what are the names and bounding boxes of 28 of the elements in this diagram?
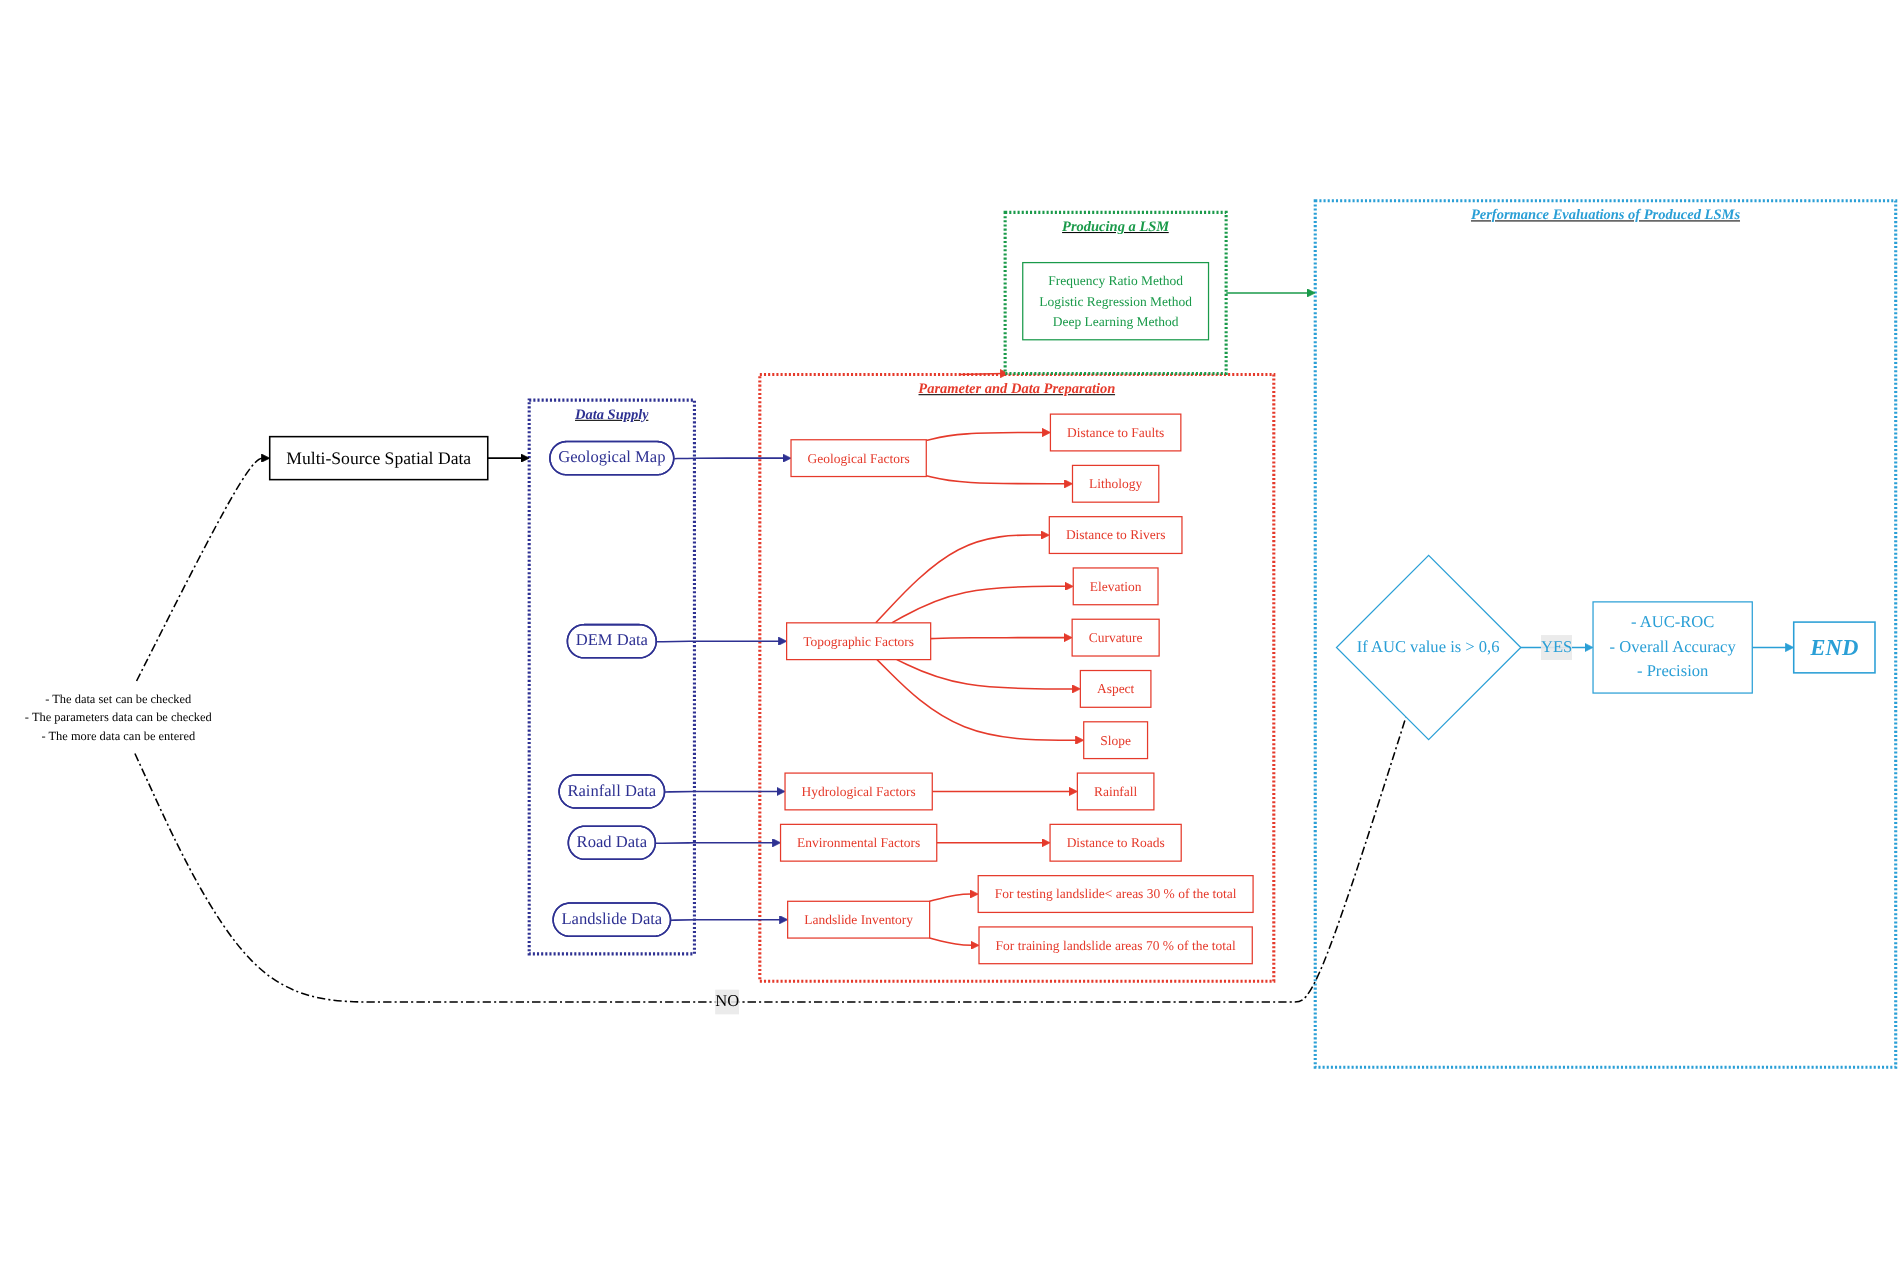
arrow — [875, 530, 1050, 624]
arrow — [1751, 642, 1795, 653]
node-box: Multi-Source Spatial Data — [268, 435, 489, 481]
arrow — [925, 427, 1051, 442]
arrow — [135, 453, 271, 682]
arrow — [935, 838, 1051, 848]
arrow — [928, 889, 979, 903]
arrow — [670, 915, 789, 925]
node-box: END — [1792, 621, 1876, 674]
arrow — [655, 838, 781, 848]
node-box: - AUC-ROC - Overall Accuracy - Precision — [1592, 601, 1753, 694]
arrow — [931, 786, 1078, 797]
node-diamond: If AUC value is > 0,6 — [1335, 554, 1522, 741]
arrow — [876, 658, 1085, 745]
connector — [134, 716, 1407, 1003]
arrow — [655, 636, 788, 646]
arrow — [486, 453, 530, 463]
edge-label: NO — [715, 992, 740, 1011]
arrow — [929, 633, 1073, 643]
arrow — [891, 581, 1074, 624]
arrow — [664, 786, 786, 797]
arrow — [1225, 288, 1316, 298]
arrow — [896, 658, 1081, 694]
edge-label: YES — [1540, 638, 1573, 656]
arrow — [928, 937, 980, 950]
arrow — [925, 474, 1073, 489]
arrow — [673, 453, 792, 463]
arrow — [958, 369, 1009, 379]
